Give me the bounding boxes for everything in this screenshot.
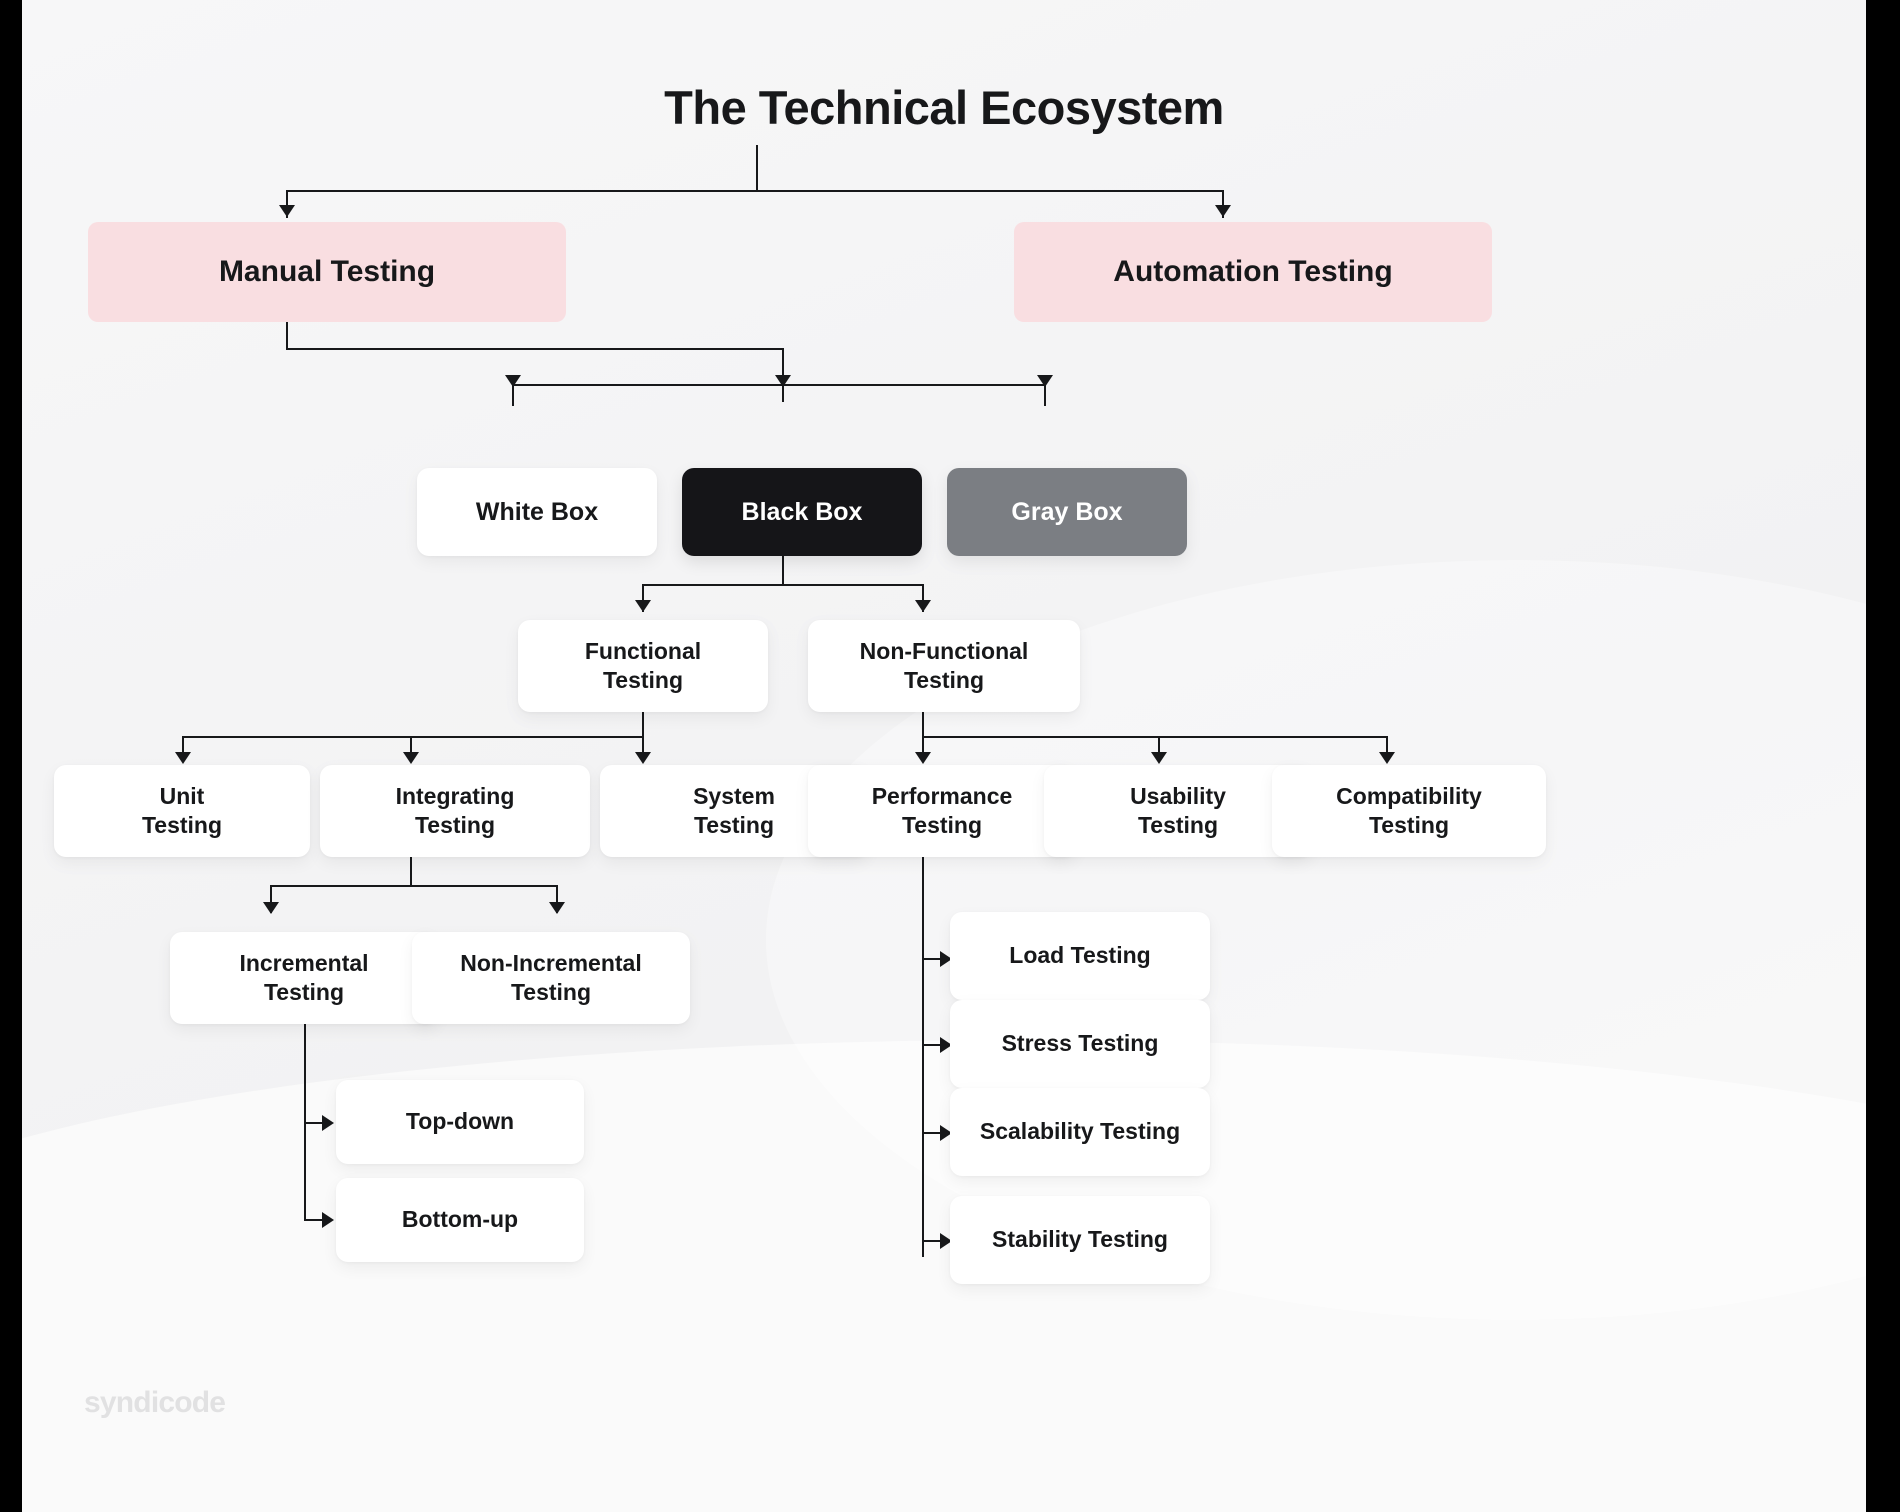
arrow-to-black-box — [775, 375, 791, 387]
node-top-down[interactable]: Top-down — [336, 1080, 584, 1164]
connector-integrating-bar — [270, 885, 558, 887]
node-functional-testing[interactable]: Functional Testing — [518, 620, 768, 712]
connector-manual-bar-upper — [286, 348, 784, 350]
node-label-stability-testing: Stability Testing — [992, 1226, 1168, 1253]
node-non-functional-testing[interactable]: Non-Functional Testing — [808, 620, 1080, 712]
connector-to-manual — [286, 190, 288, 218]
node-usability-testing[interactable]: Usability Testing — [1044, 765, 1312, 857]
node-label-unit-testing: Unit Testing — [141, 782, 223, 838]
connector-manual-drop — [782, 348, 784, 386]
connector-performance-spine — [922, 857, 924, 1257]
connector-to-automation — [1222, 190, 1224, 218]
connector-title-stem — [756, 145, 758, 192]
arrow-to-non-incremental — [549, 902, 565, 914]
node-bottom-up[interactable]: Bottom-up — [336, 1178, 584, 1262]
connector-to-integrating — [410, 736, 412, 762]
connector-to-gray-box — [1044, 384, 1046, 406]
connector-blackbox-bar — [642, 584, 924, 586]
arrow-to-load — [940, 951, 952, 967]
node-integrating-testing[interactable]: Integrating Testing — [320, 765, 590, 857]
node-label-manual-testing: Manual Testing — [218, 254, 436, 288]
node-manual-testing[interactable]: Manual Testing — [88, 222, 566, 322]
node-label-top-down: Top-down — [405, 1108, 515, 1135]
node-load-testing[interactable]: Load Testing — [950, 912, 1210, 1000]
arrow-to-bottomup — [322, 1212, 334, 1228]
node-label-stress-testing: Stress Testing — [1001, 1030, 1159, 1057]
connector-to-compatibility — [1386, 736, 1388, 762]
connector-manual-stem — [286, 322, 288, 350]
node-label-functional-testing: Functional Testing — [584, 637, 702, 693]
arrow-to-system — [635, 752, 651, 764]
arrow-to-integrating — [403, 752, 419, 764]
connector-to-incremental — [270, 885, 272, 913]
connector-to-performance — [922, 736, 924, 762]
node-label-system-testing: System Testing — [693, 782, 775, 838]
node-label-usability-testing: Usability Testing — [1130, 782, 1226, 838]
node-non-incremental-testing[interactable]: Non-Incremental Testing — [412, 932, 690, 1024]
connector-to-functional — [642, 584, 644, 612]
connector-to-non-incremental — [556, 885, 558, 913]
node-stress-testing[interactable]: Stress Testing — [950, 1000, 1210, 1088]
node-white-box[interactable]: White Box — [417, 468, 657, 556]
arrow-to-performance — [915, 752, 931, 764]
connector-to-white-box — [512, 384, 514, 406]
connector-to-system — [642, 736, 644, 762]
node-label-black-box: Black Box — [741, 498, 863, 526]
node-label-integrating-testing: Integrating Testing — [395, 782, 515, 838]
node-gray-box[interactable]: Gray Box — [947, 468, 1187, 556]
connector-to-unit — [182, 736, 184, 762]
arrow-to-nonfunctional — [915, 600, 931, 612]
arrow-to-incremental — [263, 902, 279, 914]
connector-to-usability — [1158, 736, 1160, 762]
connector-integrating-stem — [410, 857, 412, 887]
page-title: The Technical Ecosystem — [664, 81, 1224, 134]
node-unit-testing[interactable]: Unit Testing — [54, 765, 310, 857]
arrow-to-topdown — [322, 1115, 334, 1131]
connector-to-black-box — [782, 384, 784, 402]
node-stability-testing[interactable]: Stability Testing — [950, 1196, 1210, 1284]
node-compatibility-testing[interactable]: Compatibility Testing — [1272, 765, 1546, 857]
node-label-bottom-up: Bottom-up — [401, 1206, 519, 1233]
node-automation-testing[interactable]: Automation Testing — [1014, 222, 1492, 322]
node-label-non-functional-testing: Non-Functional Testing — [859, 637, 1029, 693]
diagram-canvas: The Technical Ecosystem Manual Testing A… — [22, 0, 1866, 1512]
arrow-to-compatibility — [1379, 752, 1395, 764]
node-label-load-testing: Load Testing — [1009, 942, 1151, 969]
connector-title-bar — [286, 190, 1224, 192]
node-label-incremental-testing: Incremental Testing — [239, 949, 369, 1005]
node-label-non-incremental-testing: Non-Incremental Testing — [460, 949, 642, 1005]
background-curve-decoration — [22, 1040, 1866, 1512]
connector-functional-stem — [642, 712, 644, 738]
node-black-box[interactable]: Black Box — [682, 468, 922, 556]
node-incremental-testing[interactable]: Incremental Testing — [170, 932, 438, 1024]
node-label-performance-testing: Performance Testing — [871, 782, 1013, 838]
connector-to-nonfunctional — [922, 584, 924, 612]
node-scalability-testing[interactable]: Scalability Testing — [950, 1088, 1210, 1176]
arrow-to-functional — [635, 600, 651, 612]
connector-nonfunctional-bar — [922, 736, 1388, 738]
node-label-gray-box: Gray Box — [1011, 498, 1123, 526]
watermark-logo: syndicode — [84, 1386, 226, 1419]
connector-blackbox-stem — [782, 556, 784, 586]
node-label-compatibility-testing: Compatibility Testing — [1336, 782, 1482, 838]
arrow-to-white-box — [505, 375, 521, 387]
connector-functional-bar — [182, 736, 644, 738]
arrow-to-manual — [279, 205, 295, 217]
connector-to-load — [922, 958, 950, 960]
node-performance-testing[interactable]: Performance Testing — [808, 765, 1076, 857]
node-label-white-box: White Box — [475, 498, 599, 526]
arrow-to-unit — [175, 752, 191, 764]
connector-nonfunctional-stem — [922, 712, 924, 738]
arrow-to-usability — [1151, 752, 1167, 764]
arrow-to-automation — [1215, 205, 1231, 217]
node-label-automation-testing: Automation Testing — [1113, 254, 1393, 288]
arrow-to-gray-box — [1037, 375, 1053, 387]
node-label-scalability-testing: Scalability Testing — [979, 1118, 1181, 1145]
